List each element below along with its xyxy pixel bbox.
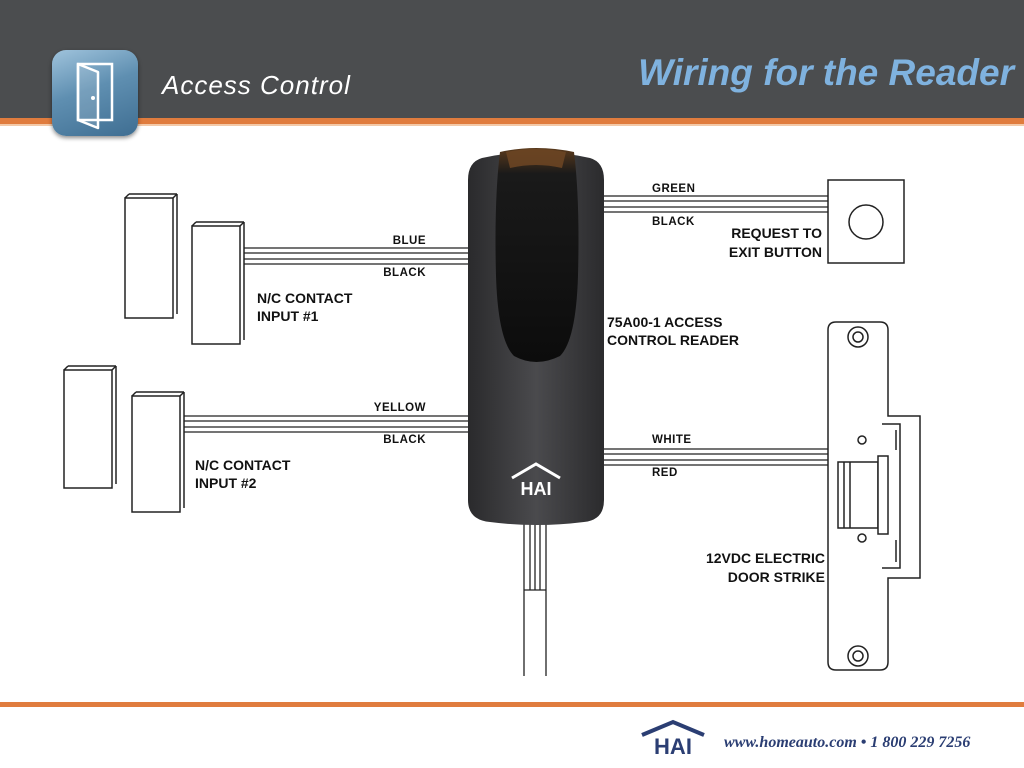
contact-1-magnet <box>124 193 178 319</box>
door-strike <box>827 321 921 671</box>
door-icon <box>52 50 138 136</box>
contact-2-label-line1: N/C CONTACT <box>195 457 291 473</box>
wiring-diagram: BLUE BLACK N/C CONTACT INPUT #1 YELLOW B… <box>63 148 921 676</box>
header-bar <box>0 0 1024 118</box>
contact-1-label-line1: N/C CONTACT <box>257 290 353 306</box>
door-strike-wire-top-label: WHITE <box>652 434 692 446</box>
exit-button <box>827 179 905 264</box>
reader-label-line1: 75A00-1 ACCESS <box>607 314 722 330</box>
contact-1-label-line2: INPUT #1 <box>257 308 319 324</box>
door-strike-wires <box>602 448 828 466</box>
header-rule-light <box>0 124 1024 126</box>
reader-logo-text: HAI <box>521 479 552 499</box>
exit-button-label-line1: REQUEST TO <box>731 225 822 241</box>
reader-cable <box>523 516 547 676</box>
contact-2-label-line2: INPUT #2 <box>195 475 257 491</box>
door-strike-label-line2: DOOR STRIKE <box>728 569 825 585</box>
footer-hai-logo: HAI <box>641 719 705 758</box>
contact-1-wire-bottom-label: BLACK <box>383 267 426 279</box>
contact-2-wire-top-label: YELLOW <box>374 402 426 414</box>
exit-button-label-line2: EXIT BUTTON <box>729 244 822 260</box>
reader-label-line2: CONTROL READER <box>607 332 739 348</box>
door-strike-wire-bottom-label: RED <box>652 467 678 479</box>
access-reader <box>468 148 604 525</box>
contact-1-wires <box>244 247 470 265</box>
contact-1-switch <box>191 221 245 345</box>
exit-button-wires <box>602 195 828 213</box>
contact-2-switch <box>131 391 185 513</box>
header-rule <box>0 118 1024 124</box>
contact-2-magnet <box>63 365 117 489</box>
slide-title: Wiring for the Reader <box>638 52 1014 93</box>
section-title: Access Control <box>162 70 351 100</box>
contact-2-wires <box>184 415 470 433</box>
exit-button-wire-bottom-label: BLACK <box>652 216 695 228</box>
exit-button-wire-top-label: GREEN <box>652 183 695 195</box>
contact-1-wire-top-label: BLUE <box>393 235 426 247</box>
footer-rule <box>0 702 1024 707</box>
footer-logo-text: HAI <box>654 734 692 758</box>
footer-contact: www.homeauto.com • 1 800 229 7256 <box>724 734 971 751</box>
contact-2-wire-bottom-label: BLACK <box>383 434 426 446</box>
door-strike-label-line1: 12VDC ELECTRIC <box>706 550 825 566</box>
hai-logo: HAI <box>511 462 561 499</box>
